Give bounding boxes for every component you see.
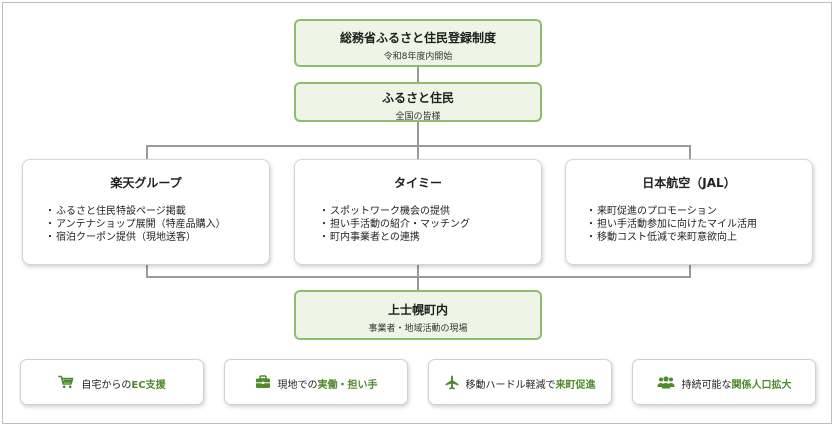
people-icon — [657, 375, 675, 389]
pill-text: 持続可能な — [681, 379, 732, 391]
bullet-item: 町内事業者との連携 — [319, 231, 541, 244]
bullet-item: 来町促進のプロモーション — [586, 205, 812, 218]
bottom-box-subtitle: 事業者・地域活動の現場 — [368, 324, 468, 334]
connector-drop-left — [146, 145, 148, 159]
top-box-program: 総務省ふるさと住民登録制度 令和8年度内開始 — [294, 19, 542, 67]
partner-box-jal: 日本航空（JAL） 来町促進のプロモーション 担い手活動参加に向けたマイル活用 … — [565, 159, 813, 265]
mid-box-subtitle: 全国の皆様 — [395, 112, 441, 122]
briefcase-icon — [255, 375, 271, 389]
connector-drop-right — [689, 145, 691, 159]
bullet-item: アンテナショップ展開（特産品購入） — [45, 218, 269, 231]
partner-title: タイミー — [393, 176, 442, 190]
partner-box-rakuten: 楽天グループ ふるさと住民特設ページ掲載 アンテナショップ展開（特産品購入） 宿… — [22, 159, 270, 265]
mid-box-title: ふるさと住民 — [381, 91, 454, 105]
airplane-icon — [445, 375, 459, 390]
pill-highlight: 関係人口拡大 — [731, 379, 792, 391]
bullet-item: 移動コスト低減で来町意欲向上 — [586, 231, 812, 244]
bullet-item: 担い手活動の紹介・マッチング — [319, 218, 541, 231]
top-box-title: 総務省ふるさと住民登録制度 — [339, 31, 496, 45]
partner-box-timee: タイミー スポットワーク機会の提供 担い手活動の紹介・マッチング 町内事業者との… — [294, 159, 542, 265]
bullet-item: ふるさと住民特設ページ掲載 — [45, 205, 269, 218]
pill-text: 移動ハードル軽減で — [465, 379, 556, 391]
pill-visit-promotion: 移動ハードル軽減で来町促進 — [428, 359, 612, 405]
top-box-subtitle: 令和8年度内開始 — [383, 52, 453, 62]
connector-rise-right — [689, 265, 691, 277]
pill-relationship-population: 持続可能な関係人口拡大 — [632, 359, 816, 405]
pill-ec-support: 自宅からのEC支援 — [20, 359, 204, 405]
bullet-item: 宿泊クーポン提供（現地送客） — [45, 231, 269, 244]
connector-rise-center — [417, 265, 419, 277]
connector-drop-center — [417, 145, 419, 159]
partner-bullet-list: スポットワーク機会の提供 担い手活動の紹介・マッチング 町内事業者との連携 — [295, 205, 541, 244]
partner-title: 日本航空（JAL） — [642, 176, 736, 190]
mid-box-residents: ふるさと住民 全国の皆様 — [294, 82, 542, 122]
pill-highlight: 来町促進 — [555, 379, 596, 391]
bottom-box-title: 上士幌町内 — [387, 303, 448, 317]
pill-highlight: 実働・担い手 — [317, 379, 378, 391]
pill-text: 現地での — [277, 379, 318, 391]
partner-bullet-list: 来町促進のプロモーション 担い手活動参加に向けたマイル活用 移動コスト低減で来町… — [566, 205, 812, 244]
connector-bottom-in — [417, 276, 419, 290]
cart-icon — [58, 375, 74, 389]
pill-text: 自宅からの — [81, 379, 132, 391]
partner-title: 楽天グループ — [110, 176, 182, 190]
pill-onsite-work: 現地での実働・担い手 — [224, 359, 408, 405]
bullet-item: スポットワーク機会の提供 — [319, 205, 541, 218]
pill-highlight: EC支援 — [131, 379, 166, 391]
partner-bullet-list: ふるさと住民特設ページ掲載 アンテナショップ展開（特産品購入） 宿泊クーポン提供… — [23, 205, 269, 244]
connector-top-mid — [417, 66, 419, 82]
bullet-item: 担い手活動参加に向けたマイル活用 — [586, 218, 812, 231]
bottom-box-town: 上士幌町内 事業者・地域活動の現場 — [294, 290, 542, 340]
connector-mid-down — [417, 120, 419, 146]
connector-rise-left — [146, 265, 148, 277]
